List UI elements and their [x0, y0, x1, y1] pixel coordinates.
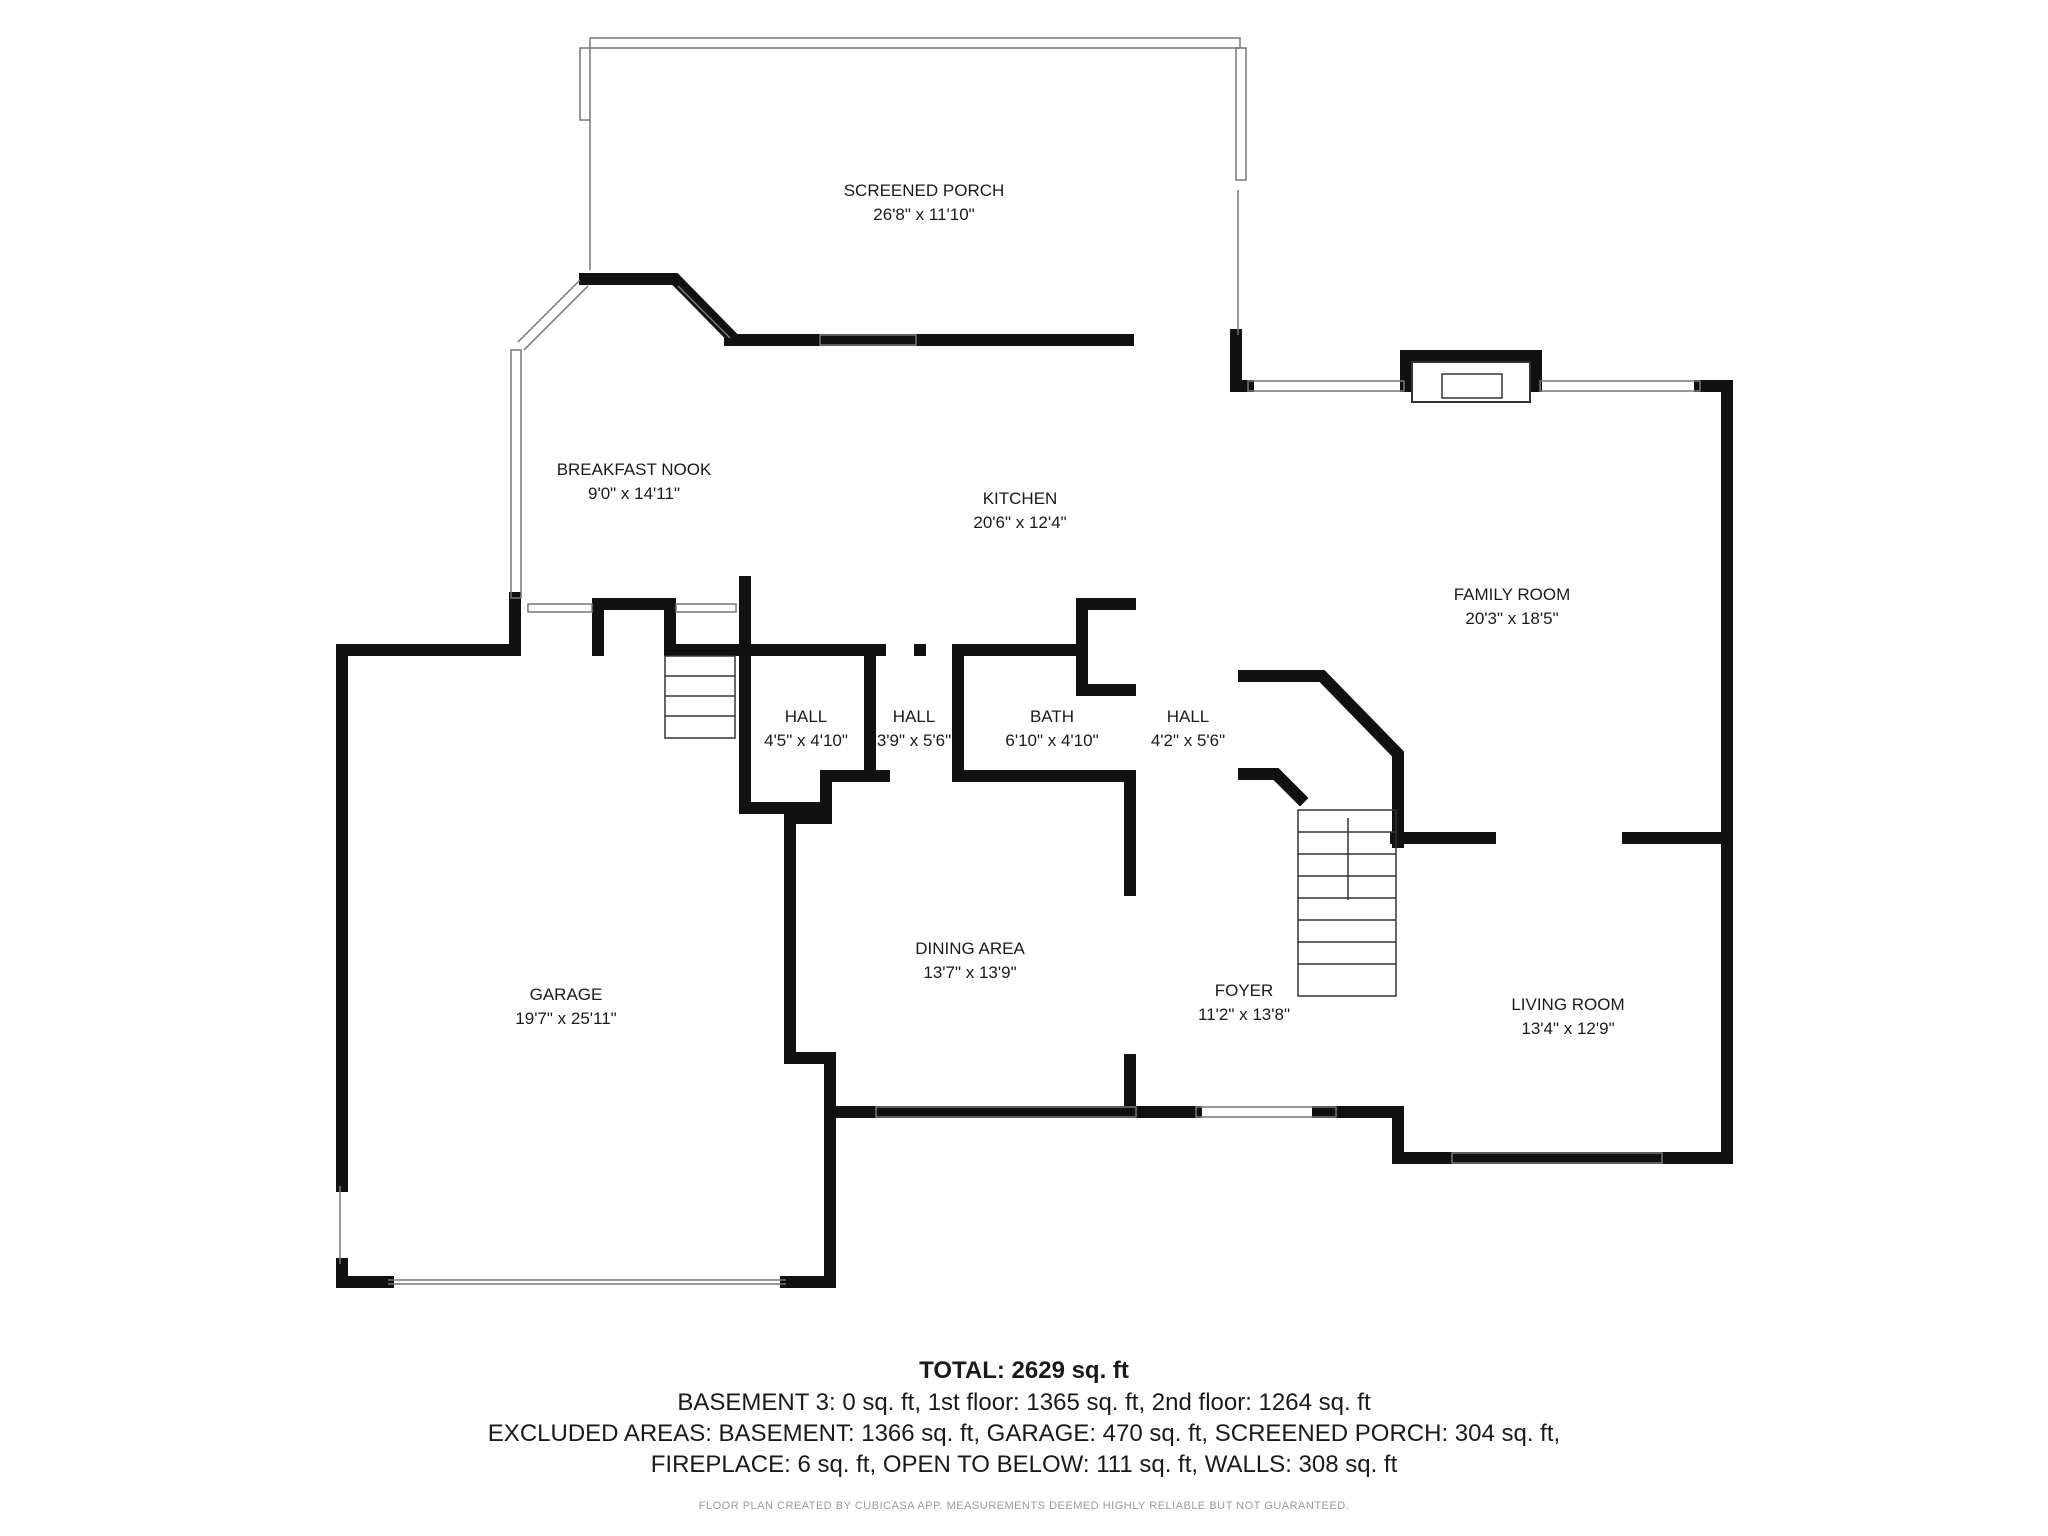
label-kitchen-dims: 20'6" x 12'4"	[973, 513, 1066, 532]
summary-total: TOTAL: 2629 sq. ft	[919, 1357, 1129, 1384]
label-screened-porch-name: SCREENED PORCH	[844, 181, 1005, 200]
walls	[336, 273, 1733, 1288]
wall-nook-top	[579, 273, 739, 344]
label-hall-3-name: HALL	[1167, 707, 1210, 726]
summary-line-1: BASEMENT 3: 0 sq. ft, 1st floor: 1365 sq…	[677, 1389, 1371, 1416]
windows	[339, 37, 1701, 1285]
label-kitchen-name: KITCHEN	[983, 489, 1058, 508]
fireplace	[1411, 361, 1531, 403]
wall-family-right	[1312, 380, 1733, 1164]
label-hall-3-dims: 4'2" x 5'6"	[1151, 731, 1225, 750]
wall-bath-closet	[1076, 644, 1136, 696]
window-family-top-right	[1539, 380, 1701, 392]
window-nook-left	[510, 349, 522, 599]
window-foyer-front	[1195, 1106, 1337, 1118]
window-porch-left	[579, 47, 591, 121]
room-labels: SCREENED PORCH 26'8" x 11'10" BREAKFAST …	[515, 181, 1624, 1038]
window-dining-front	[875, 1106, 1137, 1118]
window-nook-diag-left2	[523, 285, 589, 351]
label-dining-area-name: DINING AREA	[915, 939, 1025, 958]
label-foyer-name: FOYER	[1215, 981, 1274, 1000]
label-living-room-dims: 13'4" x 12'9"	[1521, 1019, 1614, 1038]
label-garage-name: GARAGE	[530, 985, 603, 1004]
disclaimer-note: FLOOR PLAN CREATED BY CUBICASA APP. MEAS…	[698, 1500, 1350, 1512]
wall-stairs	[1238, 670, 1404, 848]
window-living-front	[1451, 1152, 1663, 1164]
window-nook-closet-1	[527, 603, 593, 613]
window-kitchen-top	[819, 334, 917, 346]
window-nook-diag-right	[677, 285, 731, 339]
label-breakfast-nook-name: BREAKFAST NOOK	[557, 460, 712, 479]
wall-kitchen-step	[1230, 329, 1254, 392]
label-family-room-dims: 20'3" x 18'5"	[1465, 609, 1558, 628]
label-bath-dims: 6'10" x 4'10"	[1005, 731, 1098, 750]
wall-garage-bottom-left	[336, 1258, 394, 1288]
wall-bath-top	[952, 598, 1136, 656]
label-living-room-name: LIVING ROOM	[1511, 995, 1624, 1014]
wall-garage-bottom-right	[780, 1106, 836, 1288]
label-breakfast-nook-dims: 9'0" x 14'11"	[588, 484, 680, 503]
label-hall-2-dims: 3'9" x 5'6"	[877, 731, 951, 750]
label-foyer-dims: 11'2" x 13'8"	[1198, 1005, 1290, 1024]
window-nook-closet-2	[675, 603, 737, 613]
window-porch-right	[1235, 47, 1247, 181]
window-nook-diag-left	[517, 279, 581, 343]
label-hall-2-name: HALL	[893, 707, 936, 726]
area-summary: TOTAL: 2629 sq. ft BASEMENT 3: 0 sq. ft,…	[0, 1355, 2048, 1480]
label-garage-dims: 19'7" x 25'11"	[515, 1009, 616, 1028]
wall-fireplace	[1400, 350, 1542, 392]
summary-line-2: EXCLUDED AREAS: BASEMENT: 1366 sq. ft, G…	[487, 1420, 1561, 1447]
label-screened-porch-dims: 26'8" x 11'10"	[873, 205, 974, 224]
wall-dining-left	[784, 770, 836, 1118]
window-porch-top	[589, 37, 1241, 49]
wall-hall1-closet	[739, 644, 876, 814]
wall-stairs-lower	[1238, 768, 1309, 807]
label-hall-1-name: HALL	[785, 707, 828, 726]
label-dining-area-dims: 13'7" x 13'9"	[923, 963, 1016, 982]
wall-nook-closet	[592, 576, 751, 656]
wall-garage	[336, 644, 511, 1192]
label-family-room-name: FAMILY ROOM	[1454, 585, 1571, 604]
stairs-garage	[664, 655, 736, 739]
window-family-top-left	[1247, 380, 1405, 392]
label-hall-1-dims: 4'5" x 4'10"	[764, 731, 848, 750]
label-bath-name: BATH	[1030, 707, 1074, 726]
stairs-main	[1297, 809, 1397, 997]
summary-line-3: FIREPLACE: 6 sq. ft, OPEN TO BELOW: 111 …	[650, 1451, 1398, 1478]
wall-bath	[952, 644, 1136, 782]
